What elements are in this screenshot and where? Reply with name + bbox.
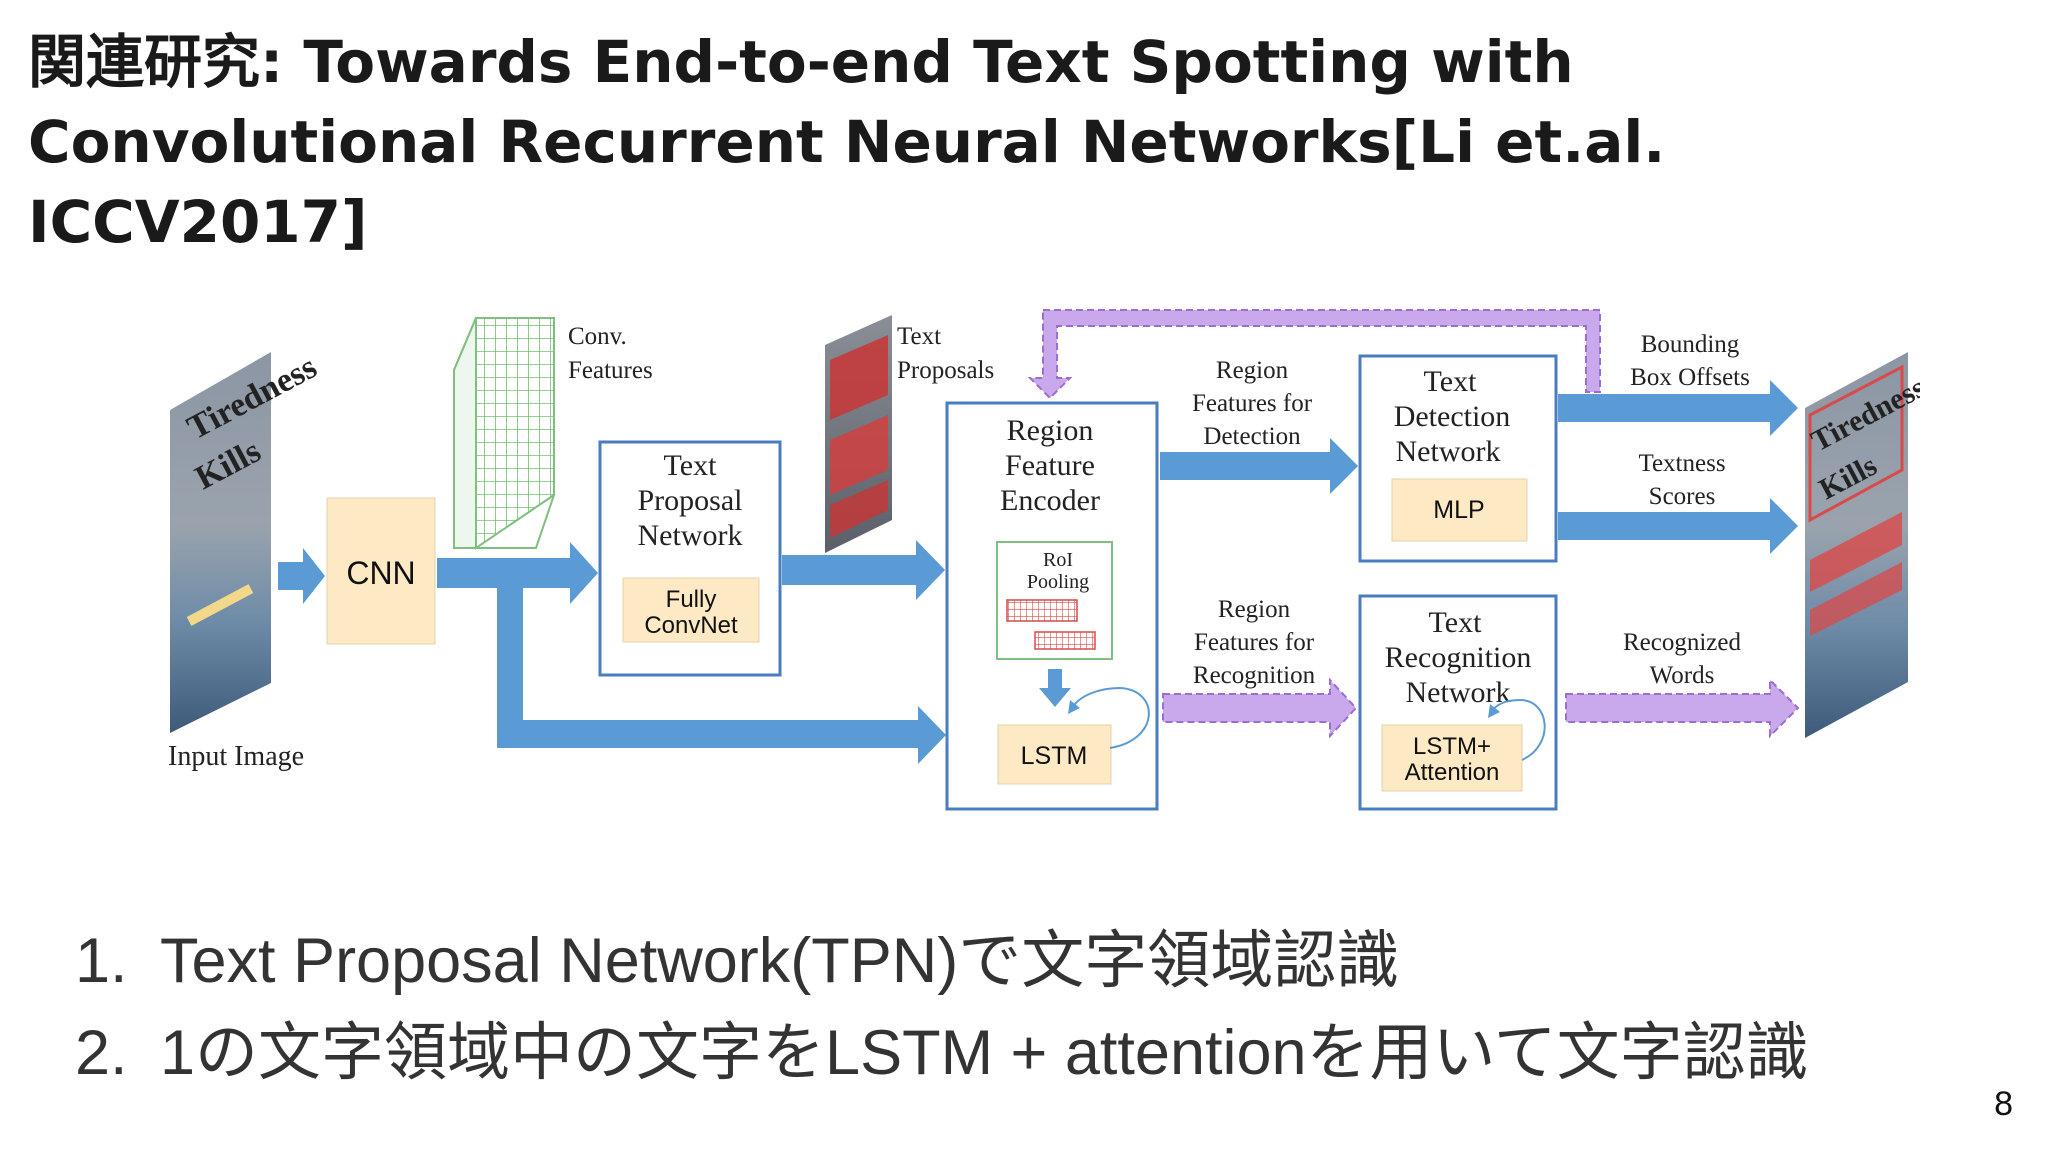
- trn-title-3: Network: [1406, 676, 1511, 709]
- arrow-tpn-to-encoder: [782, 540, 945, 600]
- region-det-label-2: Features for: [1192, 390, 1313, 417]
- text-proposals-label-2: Proposals: [897, 357, 994, 384]
- tdn-title-3: Network: [1396, 435, 1501, 468]
- arrow-recognized-words: [1565, 677, 1800, 739]
- arrow-encoder-to-detection: [1160, 438, 1358, 494]
- conv-features-cube: [453, 317, 555, 550]
- arrow-roi-to-lstm: [1039, 669, 1071, 707]
- encoder-title-3: Encoder: [1000, 484, 1100, 517]
- dashed-feedback-loop: [1027, 309, 1601, 400]
- bullet-list: 1. Text Proposal Network(TPN)で文字領域認識 2. 1の…: [75, 915, 1975, 1099]
- arrow-input-to-cnn: [278, 548, 325, 604]
- arrow-encoder-to-recognition: [1162, 677, 1358, 739]
- region-rec-label-3: Recognition: [1193, 662, 1316, 689]
- tpn-title-2: Proposal: [638, 484, 743, 517]
- mlp-label: MLP: [1433, 496, 1484, 524]
- arrow-textness-scores: [1558, 498, 1798, 554]
- encoder-title-1: Region: [1007, 414, 1094, 447]
- slide-title: 関連研究: Towards End-to-end Text Spotting w…: [28, 28, 1666, 256]
- output-image: Tiredness Kills: [1805, 352, 1920, 738]
- arrow-cnn-to-tpn: [437, 542, 598, 604]
- recognized-words-label-1: Recognized: [1623, 629, 1742, 656]
- region-det-label-1: Region: [1216, 357, 1289, 384]
- text-proposals-label-1: Text: [897, 323, 941, 350]
- textness-label-2: Scores: [1649, 483, 1716, 510]
- lstm-box: [997, 724, 1112, 785]
- region-rec-label-1: Region: [1218, 596, 1291, 623]
- trn-inner-2: Attention: [1405, 759, 1500, 786]
- trn-title-1: Text: [1429, 606, 1483, 639]
- input-image-label: Input Image: [168, 741, 304, 772]
- lstm-loop-arrow: [1071, 686, 1150, 749]
- lstm-attention-box: [1381, 724, 1523, 792]
- recognized-words-label-2: Words: [1650, 662, 1715, 689]
- input-image: Tiredness Kills: [170, 348, 323, 733]
- cnn-label: CNN: [346, 555, 415, 591]
- trn-title-2: Recognition: [1385, 641, 1532, 674]
- conv-features-label-2: Features: [568, 357, 653, 384]
- bullet-text: 1の文字領域中の文字をLSTM + attentionを用いて文字認識: [160, 1018, 1809, 1088]
- conv-features-label-1: Conv.: [568, 323, 627, 350]
- architecture-diagram: Tiredness Kills Input Image CNN Conv. Fe…: [160, 285, 1920, 830]
- roi-feature-grid-1: [1006, 599, 1078, 622]
- roi-pooling-label-1: RoI: [1043, 549, 1073, 571]
- arrow-bbox-offsets: [1558, 380, 1798, 436]
- bullet-item-1: 1. Text Proposal Network(TPN)で文字領域認識: [75, 915, 1975, 1007]
- lstm-label: LSTM: [1021, 742, 1088, 770]
- text-proposals-image: [825, 315, 892, 553]
- cnn-box: [326, 497, 436, 645]
- bullet-item-2: 2. 1の文字領域中の文字をLSTM + attentionを用いて文字認識: [75, 1007, 1975, 1099]
- tpn-inner-box: [622, 577, 760, 643]
- attention-loop-arrow: [1491, 698, 1546, 761]
- tdn-title-2: Detection: [1394, 400, 1511, 433]
- tdn-title-1: Text: [1424, 365, 1478, 398]
- bbox-offsets-label-2: Box Offsets: [1630, 364, 1750, 391]
- region-det-label-3: Detection: [1203, 423, 1301, 450]
- bullet-number: 2.: [75, 1018, 128, 1088]
- roi-feature-grid-2: [1034, 631, 1096, 650]
- bbox-offsets-label-1: Bounding: [1641, 331, 1740, 358]
- page-number: 8: [1994, 1085, 2013, 1123]
- tpn-title-3: Network: [638, 519, 743, 552]
- tpn-title-1: Text: [664, 449, 718, 482]
- trn-inner-1: LSTM+: [1413, 733, 1491, 760]
- bullet-text: Text Proposal Network(TPN)で文字領域認識: [160, 926, 1400, 996]
- tpn-inner-2: ConvNet: [644, 612, 738, 639]
- encoder-title-2: Feature: [1005, 449, 1095, 482]
- mlp-box: [1391, 478, 1528, 542]
- tpn-inner-1: Fully: [666, 586, 717, 613]
- bullet-number: 1.: [75, 926, 128, 996]
- arrow-cnn-bypass-to-encoder: [497, 586, 946, 764]
- region-rec-label-2: Features for: [1194, 629, 1315, 656]
- roi-pooling-label-2: Pooling: [1027, 571, 1089, 593]
- textness-label-1: Textness: [1638, 450, 1725, 477]
